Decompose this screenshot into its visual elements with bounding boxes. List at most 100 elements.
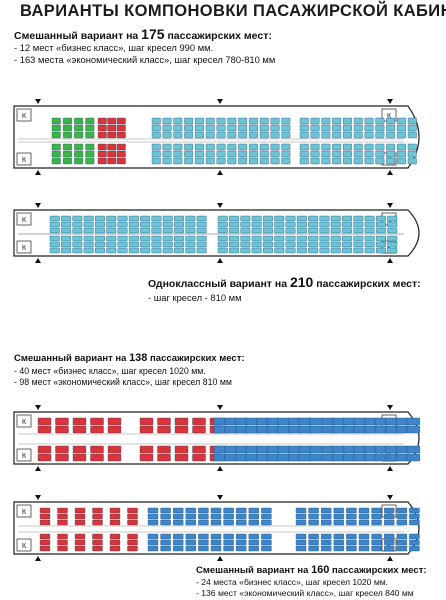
- seat: [386, 131, 396, 139]
- layout-3-heading-text: Смешанный вариант на: [14, 353, 130, 364]
- seat: [196, 241, 207, 248]
- seat: [321, 150, 331, 158]
- seat: [72, 247, 83, 254]
- seat: [227, 150, 237, 158]
- seat: [371, 539, 382, 546]
- seat: [346, 539, 357, 546]
- layout-4-line-2: - 136 мест «экономический класс», шаг кр…: [196, 588, 414, 598]
- seat: [376, 241, 386, 248]
- seat: [72, 425, 87, 434]
- seat: [409, 507, 420, 514]
- seat: [63, 117, 72, 125]
- layout-3-line-1: - 40 мест «бизнес класс», шаг кресел 102…: [14, 366, 206, 376]
- seat: [210, 533, 222, 540]
- seat: [375, 124, 385, 132]
- seat: [263, 235, 273, 242]
- seat: [358, 519, 370, 526]
- seat: [162, 215, 173, 222]
- seat: [308, 507, 319, 514]
- seat: [332, 124, 342, 132]
- seat: [285, 227, 296, 234]
- seat: [236, 533, 247, 540]
- door-arrow-icon: [35, 405, 41, 410]
- seat: [127, 533, 138, 540]
- seat: [251, 235, 262, 242]
- seat: [116, 157, 126, 165]
- seat: [216, 143, 226, 151]
- seat: [285, 241, 296, 248]
- seat: [319, 247, 330, 254]
- seat: [308, 227, 319, 234]
- seat: [92, 519, 103, 526]
- seat: [342, 235, 352, 242]
- seat: [409, 533, 420, 540]
- seat: [57, 533, 68, 540]
- seat: [227, 157, 237, 165]
- seat: [343, 157, 352, 165]
- door-arrow-icon: [35, 170, 41, 175]
- seat: [332, 150, 342, 158]
- seat: [223, 545, 234, 552]
- seat: [259, 124, 269, 132]
- seat: [342, 215, 352, 222]
- door-arrow-icon: [35, 466, 41, 471]
- seat: [406, 453, 420, 462]
- seat: [238, 117, 248, 125]
- seat: [248, 533, 259, 540]
- seat: [184, 117, 194, 125]
- seat: [342, 221, 352, 228]
- door-arrow-icon: [217, 203, 223, 208]
- seat: [223, 533, 234, 540]
- seat: [346, 533, 357, 540]
- seat: [97, 117, 107, 125]
- layout-3-heading: Смешанный вариант на 138 пассажирских ме…: [14, 352, 245, 364]
- seat: [128, 221, 139, 228]
- seat: [251, 247, 262, 254]
- layout-1-heading-text: Смешанный вариант на: [14, 30, 142, 42]
- seat: [95, 221, 105, 228]
- seat: [57, 539, 68, 546]
- seat: [63, 143, 72, 151]
- seat: [107, 453, 122, 462]
- door-arrow-icon: [217, 99, 223, 104]
- layout-1-line-1: - 12 мест «бизнес класс», шаг кресел 990…: [14, 42, 214, 53]
- seat: [248, 507, 259, 514]
- seat: [236, 539, 247, 546]
- seat: [162, 124, 172, 132]
- seat: [386, 117, 396, 125]
- seat: [216, 150, 226, 158]
- seat: [353, 235, 364, 242]
- layout-3-seat-count: 138: [129, 352, 148, 364]
- seat: [346, 507, 357, 514]
- seat: [343, 117, 352, 125]
- seat: [106, 235, 117, 242]
- seat: [299, 131, 309, 139]
- galley-label: К: [22, 113, 27, 120]
- seat: [157, 445, 171, 454]
- seat: [85, 157, 95, 165]
- galley-icon: [16, 448, 32, 462]
- seat: [353, 150, 363, 158]
- seat: [248, 519, 259, 526]
- seat: [251, 221, 262, 228]
- seat: [74, 519, 86, 526]
- seat: [309, 417, 323, 426]
- seat: [106, 215, 117, 222]
- seat: [217, 215, 228, 222]
- seat: [364, 124, 374, 132]
- seat: [396, 545, 407, 552]
- seat: [285, 247, 296, 254]
- seat: [249, 117, 258, 125]
- seat: [353, 247, 364, 254]
- seat: [92, 533, 103, 540]
- seat: [371, 533, 382, 540]
- seat: [139, 453, 154, 462]
- seat: [74, 507, 86, 514]
- seat: [223, 513, 234, 520]
- seat: [95, 215, 105, 222]
- seat: [333, 539, 344, 546]
- seat: [107, 143, 117, 151]
- seat: [185, 533, 196, 540]
- seat: [364, 157, 374, 165]
- seat: [285, 221, 296, 228]
